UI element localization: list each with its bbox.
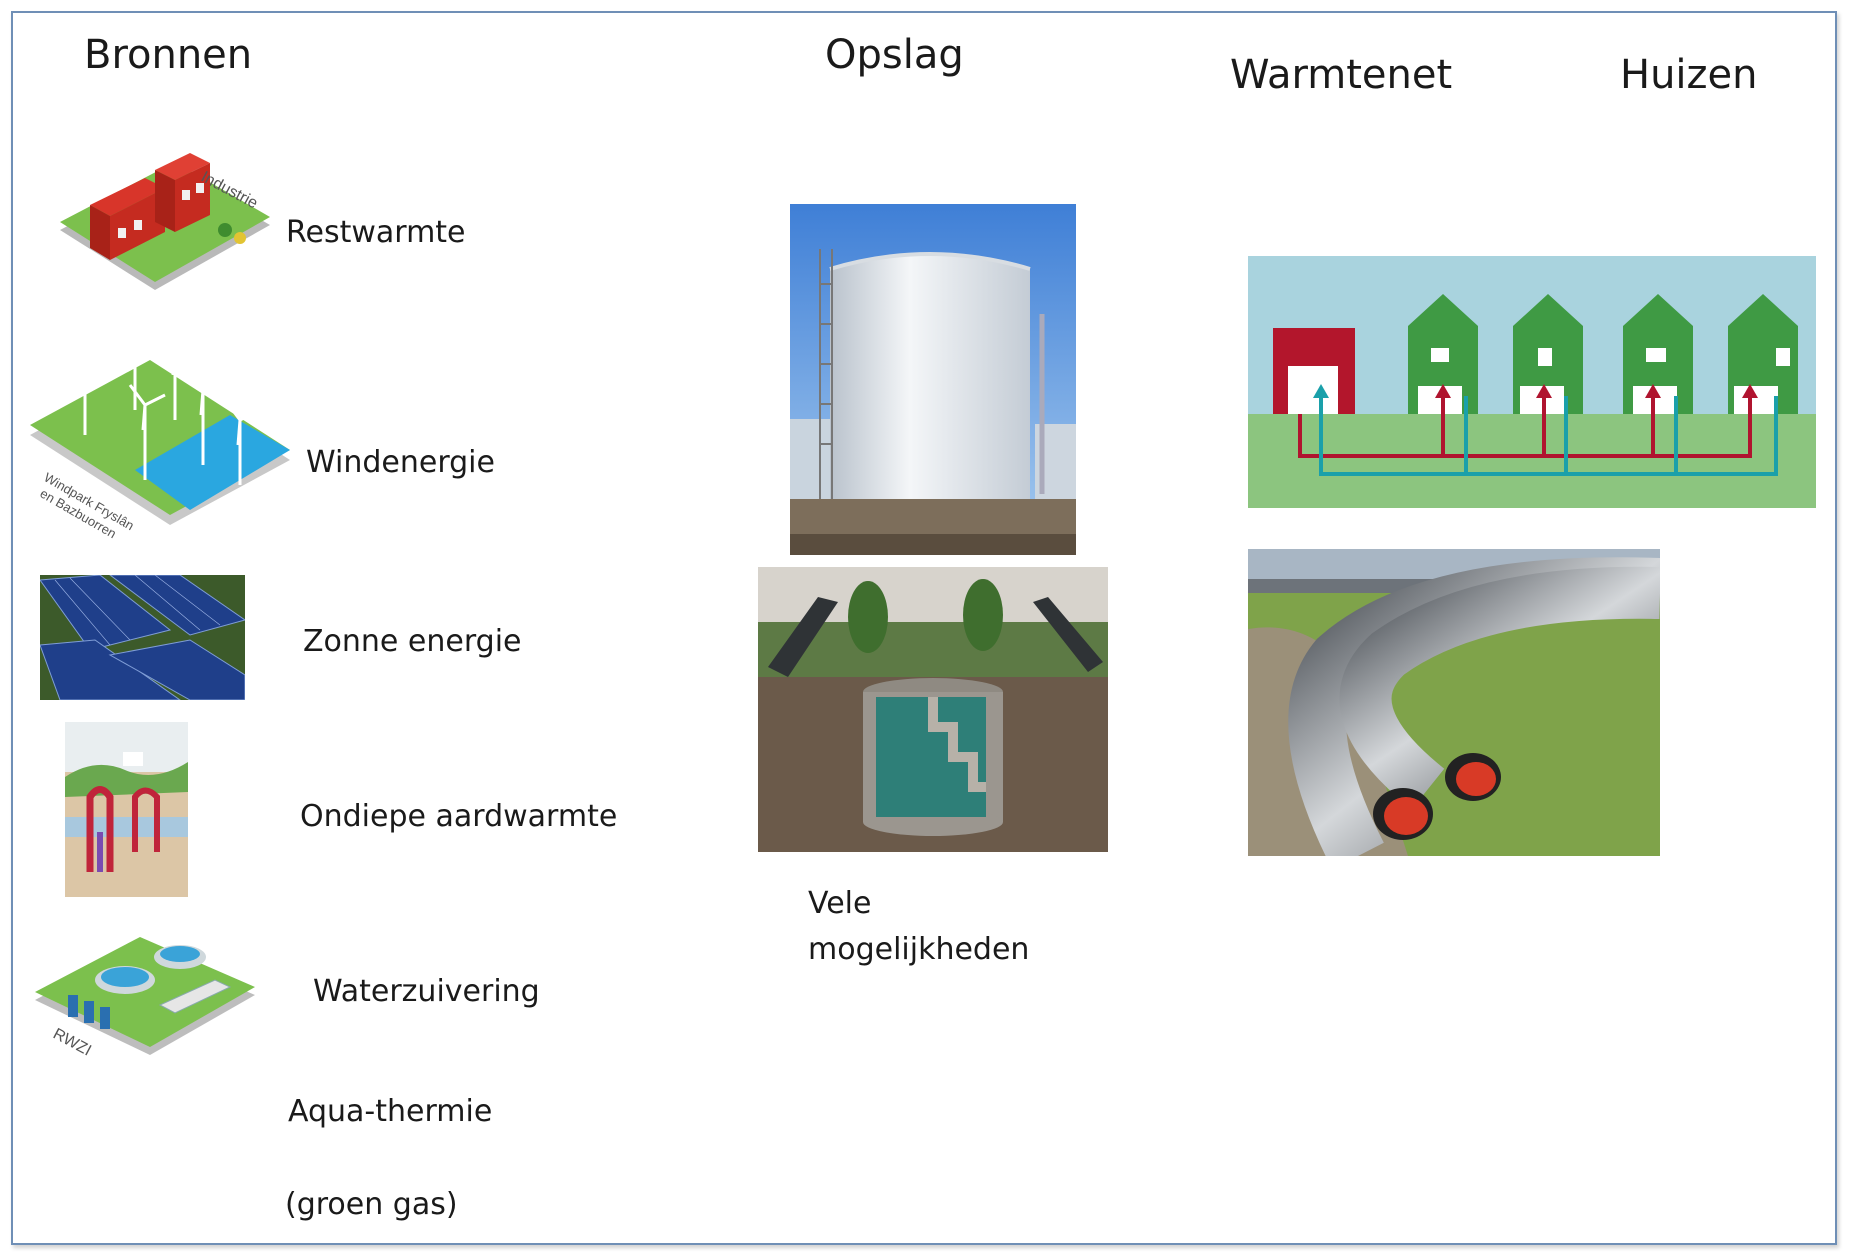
underground-storage-image [758,567,1108,852]
geothermal-image [65,722,188,897]
storage-tank-image [790,204,1076,555]
district-heating-pipes-image [1248,549,1660,856]
storage-note-line1: Vele [808,886,872,921]
windpark-image: Windpark Fryslân en Bazbuorren [25,310,300,550]
header-storage: Opslag [825,32,964,78]
source-label-wind: Windenergie [306,445,495,480]
solar-panels-image [40,575,245,700]
source-label-waste-heat: Restwarmte [286,215,466,250]
rwzi-tag: RWZI [50,1026,94,1060]
header-network: Warmtenet [1230,52,1453,98]
source-label-water-treatment: Waterzuivering [313,974,540,1009]
industry-image: Industrie [50,150,280,310]
header-houses: Huizen [1620,52,1758,98]
header-sources: Bronnen [84,32,253,78]
source-label-solar: Zonne energie [303,624,522,659]
storage-note-line2: mogelijkheden [808,932,1030,967]
source-label-aquathermal: Aqua-thermie [288,1094,493,1129]
source-label-green-gas: (groen gas) [285,1187,458,1222]
heat-network-illustration [1248,256,1816,508]
source-label-shallow-geothermal: Ondiepe aardwarmte [300,799,618,834]
diagram-frame [11,11,1837,1245]
water-treatment-image: RWZI [30,925,260,1075]
